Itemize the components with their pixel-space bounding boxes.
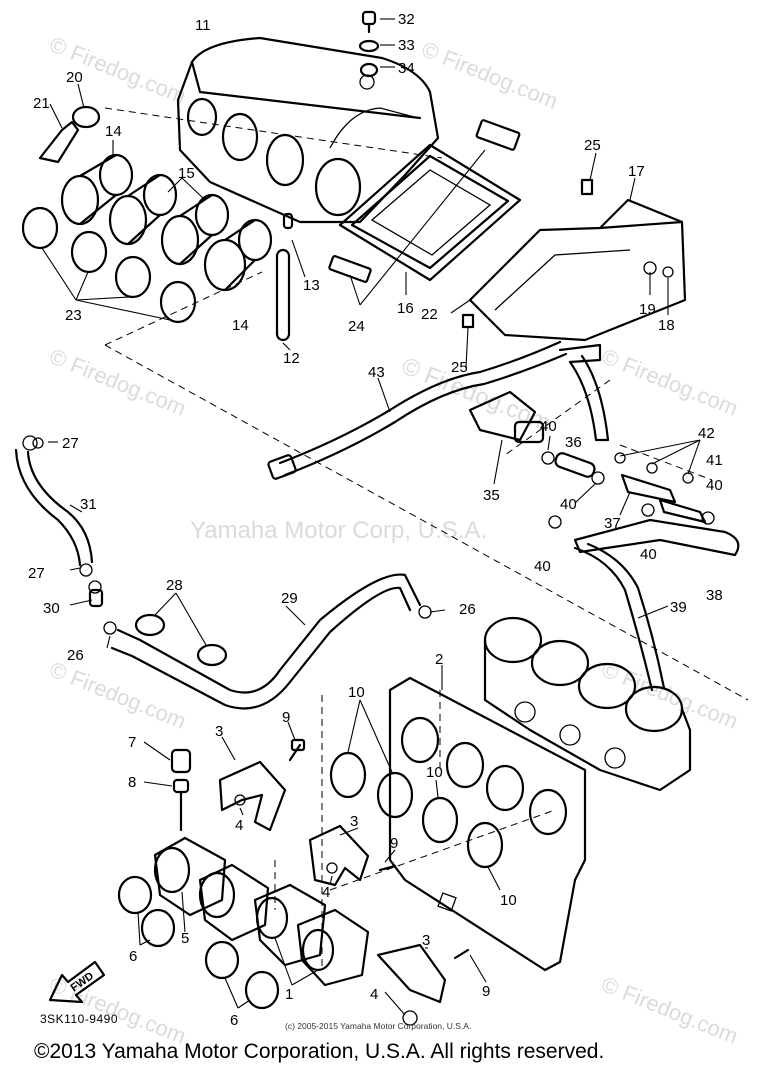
callout-11: 11 [195, 17, 211, 34]
callout-40-low: 40 [640, 546, 657, 563]
callout-3-bottom: 3 [422, 932, 430, 949]
callout-24: 24 [348, 318, 365, 335]
callout-21: 21 [33, 95, 50, 112]
callout-40-right: 40 [706, 477, 723, 494]
hose-39 [573, 542, 669, 692]
callout-25-top: 25 [584, 137, 601, 154]
fine-print: (c) 2005-2015 Yamaha Motor Corporation, … [285, 1021, 472, 1031]
watermark-owner: Yamaha Motor Corp, U.S.A. [190, 517, 487, 544]
callout-40-bottom: 40 [534, 558, 551, 575]
callout-4-mid: 4 [322, 884, 330, 901]
small-hoses-and-clips [541, 435, 740, 557]
callout-9-top: 9 [282, 709, 290, 726]
screw-washer-parts [358, 10, 395, 78]
watermark-mid-right: © Firedog.com [598, 343, 741, 420]
drain-cap-parts [38, 83, 101, 164]
copyright-notice: ©2013 Yamaha Motor Corporation, U.S.A. A… [34, 1040, 605, 1063]
callout-31: 31 [80, 496, 97, 513]
callout-27-top: 27 [62, 435, 79, 452]
hose-clamps [21, 206, 197, 324]
callout-22: 22 [421, 306, 438, 323]
air-duct [450, 152, 687, 369]
callout-4-bottom: 4 [370, 986, 378, 1003]
callout-1: 1 [285, 986, 293, 1003]
airbox-part [176, 36, 440, 224]
breather-hose-43 [267, 340, 568, 480]
callout-2: 2 [435, 651, 443, 668]
watermark-bottom-right: © Firedog.com [598, 971, 741, 1048]
clamps-10 [329, 699, 504, 891]
brackets [218, 721, 487, 1026]
callout-42: 42 [698, 425, 715, 442]
callout-35: 35 [483, 487, 500, 504]
callout-15: 15 [178, 165, 195, 182]
callout-16: 16 [397, 300, 414, 317]
watermark-low-right: © Firedog.com [598, 656, 741, 733]
o-rings [117, 875, 280, 1010]
callout-6-left: 6 [129, 948, 137, 965]
callout-7: 7 [128, 734, 136, 751]
callout-labels: 11 32 33 34 20 21 14 15 23 14 13 12 24 1… [28, 11, 723, 1029]
callout-39: 39 [670, 599, 687, 616]
callout-34: 34 [398, 60, 415, 77]
callout-36: 36 [565, 434, 582, 451]
watermark-low-left: © Firedog.com [46, 656, 189, 733]
drain-hose-parts [275, 212, 306, 351]
callout-40-top: 40 [540, 418, 557, 435]
insulator-plate [388, 665, 587, 972]
callout-13: 13 [303, 277, 320, 294]
callout-10-a: 10 [348, 684, 365, 701]
callout-23: 23 [65, 307, 82, 324]
air-cutoff-valve [468, 343, 610, 485]
callout-30: 30 [43, 600, 60, 617]
callout-18: 18 [658, 317, 675, 334]
watermark-mid-left: © Firedog.com [46, 343, 189, 420]
carburetor-bank [483, 616, 692, 792]
callout-37: 37 [604, 515, 621, 532]
callout-8: 8 [128, 774, 136, 791]
callout-9-mid: 9 [390, 835, 398, 852]
callout-27-bottom: 27 [28, 565, 45, 582]
callout-10-b: 10 [426, 764, 443, 781]
hose-31 [14, 435, 104, 608]
callout-40-mid: 40 [560, 496, 577, 513]
hose-29 [103, 573, 446, 710]
callout-29: 29 [281, 590, 298, 607]
callout-5: 5 [181, 930, 189, 947]
callout-10-c: 10 [500, 892, 517, 909]
callout-32: 32 [398, 11, 415, 28]
callout-19: 19 [639, 301, 656, 318]
callout-3-mid: 3 [350, 813, 358, 830]
callout-25-mid: 25 [451, 359, 468, 376]
diagram-code: 3SK110-9490 [40, 1012, 119, 1026]
callout-3-top: 3 [215, 723, 223, 740]
callout-38: 38 [706, 587, 723, 604]
callout-14-bottom: 14 [232, 317, 249, 334]
air-filter-element [328, 119, 522, 306]
callout-4-top: 4 [235, 817, 243, 834]
watermark-top-right: © Firedog.com [418, 36, 561, 113]
watermark-bottom-left: © Firedog.com [46, 971, 189, 1048]
callout-20: 20 [66, 69, 83, 86]
callout-28: 28 [166, 577, 183, 594]
intake-manifolds [153, 836, 370, 987]
callout-17: 17 [628, 163, 645, 180]
callout-26-left: 26 [67, 647, 84, 664]
callout-43: 43 [368, 364, 385, 381]
callout-33: 33 [398, 37, 415, 54]
callout-26-right: 26 [459, 601, 476, 618]
callout-14-top: 14 [105, 123, 122, 140]
intake-joints [60, 140, 273, 292]
callout-12: 12 [283, 350, 300, 367]
callout-9-bottom: 9 [482, 983, 490, 1000]
callout-41: 41 [706, 452, 723, 469]
callout-6-bottom: 6 [230, 1012, 238, 1029]
caps-7-8 [143, 741, 192, 832]
